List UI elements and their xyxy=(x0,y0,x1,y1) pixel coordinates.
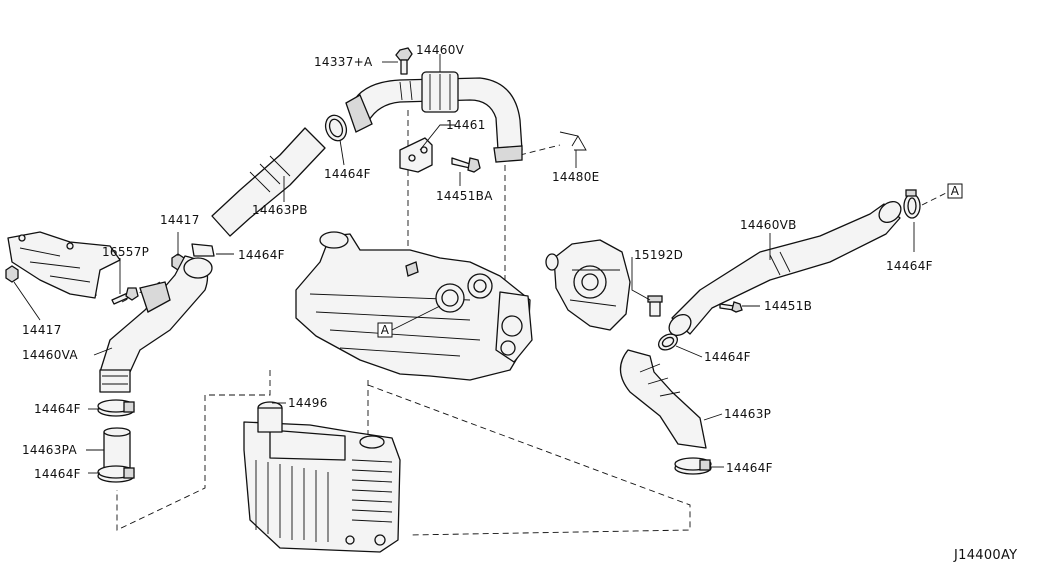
bolt-16557P xyxy=(111,287,139,305)
engine-turbo-block xyxy=(295,231,533,381)
callout-labels: 14337+A 14460V 14461 14464F 14451BA 1448… xyxy=(22,43,1017,563)
label-15192D: 15192D xyxy=(634,248,683,262)
hose-14460VB xyxy=(668,201,902,336)
reference-label-center: A xyxy=(381,323,390,337)
label-14451B: 14451B xyxy=(764,299,812,313)
label-14417-left: 14417 xyxy=(22,323,62,337)
hose-14463PA xyxy=(103,427,131,469)
diagram-id: J14400AY xyxy=(953,548,1017,563)
leader-lines xyxy=(13,54,915,474)
reference-label-right: A xyxy=(951,184,960,198)
clamp-14464F-top xyxy=(324,114,348,142)
label-14464F-right-mid: 14464F xyxy=(704,350,751,364)
clamp-14464F-a xyxy=(97,399,135,417)
label-14464F-a: 14464F xyxy=(34,402,81,416)
label-14463PA: 14463PA xyxy=(22,443,77,457)
clamp-14464F-right-mid xyxy=(658,333,678,351)
compressor-15192D xyxy=(545,239,631,331)
label-14480E: 14480E xyxy=(552,170,600,184)
label-14464F-left: 14464F xyxy=(238,248,285,262)
label-14417-mid: 14417 xyxy=(160,213,200,227)
hose-14463PB xyxy=(211,127,326,237)
label-14460VB: 14460VB xyxy=(740,218,797,232)
hose-14463P xyxy=(619,349,707,449)
clamp-14464F-right-top xyxy=(903,189,921,219)
label-14463P: 14463P xyxy=(724,407,771,421)
label-14496: 14496 xyxy=(288,396,328,410)
nut-14417-left xyxy=(5,265,19,283)
reference-marker-center: A xyxy=(377,305,441,338)
bolt-14337A xyxy=(395,47,413,75)
reference-marker-right: A xyxy=(947,183,963,199)
label-16557P: 16557P xyxy=(102,245,149,259)
bolt-14451B xyxy=(719,301,743,313)
intercooler-14496 xyxy=(243,401,401,553)
hose-14460VA xyxy=(99,255,213,393)
clip-14480E xyxy=(559,131,587,151)
clamp-14464F-b xyxy=(97,465,135,483)
label-14464F-b: 14464F xyxy=(34,467,81,481)
label-14337A: 14337+A xyxy=(314,55,373,69)
bolt-14451BA xyxy=(451,157,481,173)
bracket-14461 xyxy=(399,137,433,173)
hose-14460V xyxy=(345,71,523,163)
label-14461: 14461 xyxy=(446,118,486,132)
clamp-14464F-right-bot xyxy=(674,457,712,475)
sensor-15192D xyxy=(647,295,663,317)
label-14464F-right-top: 14464F xyxy=(886,259,933,273)
label-14451BA: 14451BA xyxy=(436,189,493,203)
label-14460V: 14460V xyxy=(416,43,465,57)
label-14464F-top: 14464F xyxy=(324,167,371,181)
label-14460VA: 14460VA xyxy=(22,348,78,362)
small-clamp-14464F-left xyxy=(191,243,215,257)
heat-shield-16557P xyxy=(7,231,121,299)
label-14463PB: 14463PB xyxy=(252,203,308,217)
label-14464F-right-bot: 14464F xyxy=(726,461,773,475)
